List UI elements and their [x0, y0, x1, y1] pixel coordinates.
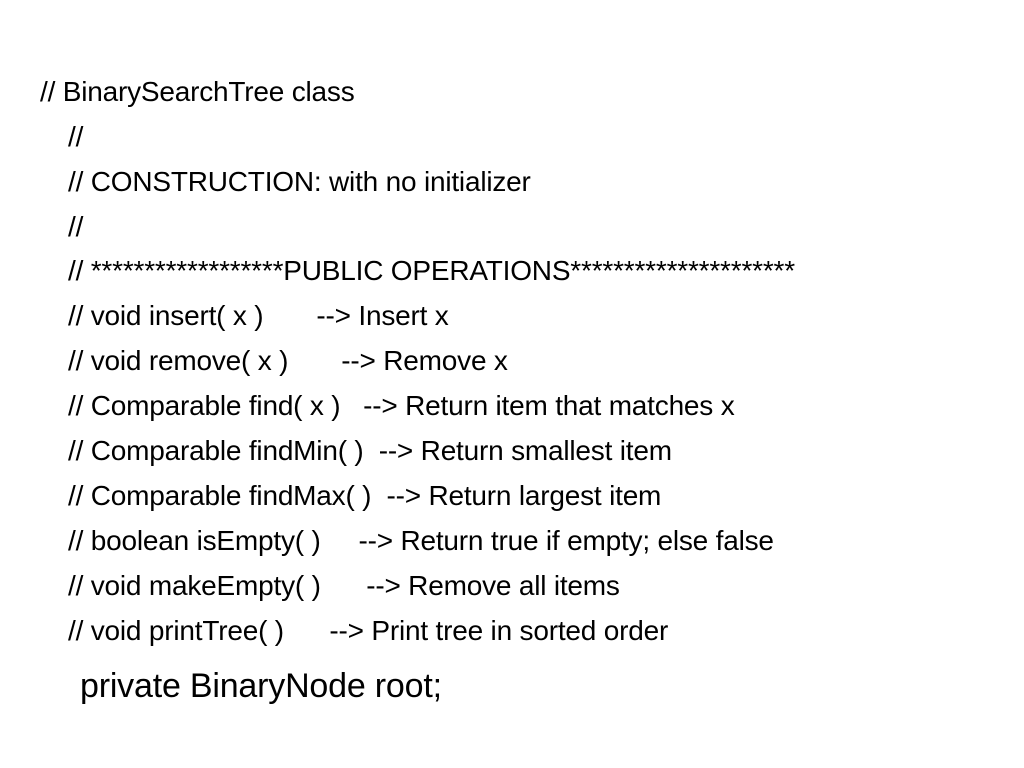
code-line: // [68, 211, 84, 242]
code-line: // CONSTRUCTION: with no initializer [68, 166, 531, 197]
code-line: // [68, 121, 84, 152]
code-line: // Comparable findMax( ) --> Return larg… [68, 480, 662, 511]
code-line: // Comparable find( x ) --> Return item … [68, 390, 735, 421]
field-declaration: private BinaryNode root; [80, 667, 442, 705]
code-line: // boolean isEmpty( ) --> Return true if… [68, 525, 774, 556]
code-line: // void printTree( ) --> Print tree in s… [68, 615, 669, 646]
code-line: // BinarySearchTree class [40, 76, 355, 107]
code-line: // Comparable findMin( ) --> Return smal… [68, 435, 672, 466]
code-line: // ******************PUBLIC OPERATIONS**… [68, 255, 795, 286]
code-line: // void insert( x ) --> Insert x [68, 300, 449, 331]
code-line: // void makeEmpty( ) --> Remove all item… [68, 570, 620, 601]
code-line: // void remove( x ) --> Remove x [68, 345, 508, 376]
